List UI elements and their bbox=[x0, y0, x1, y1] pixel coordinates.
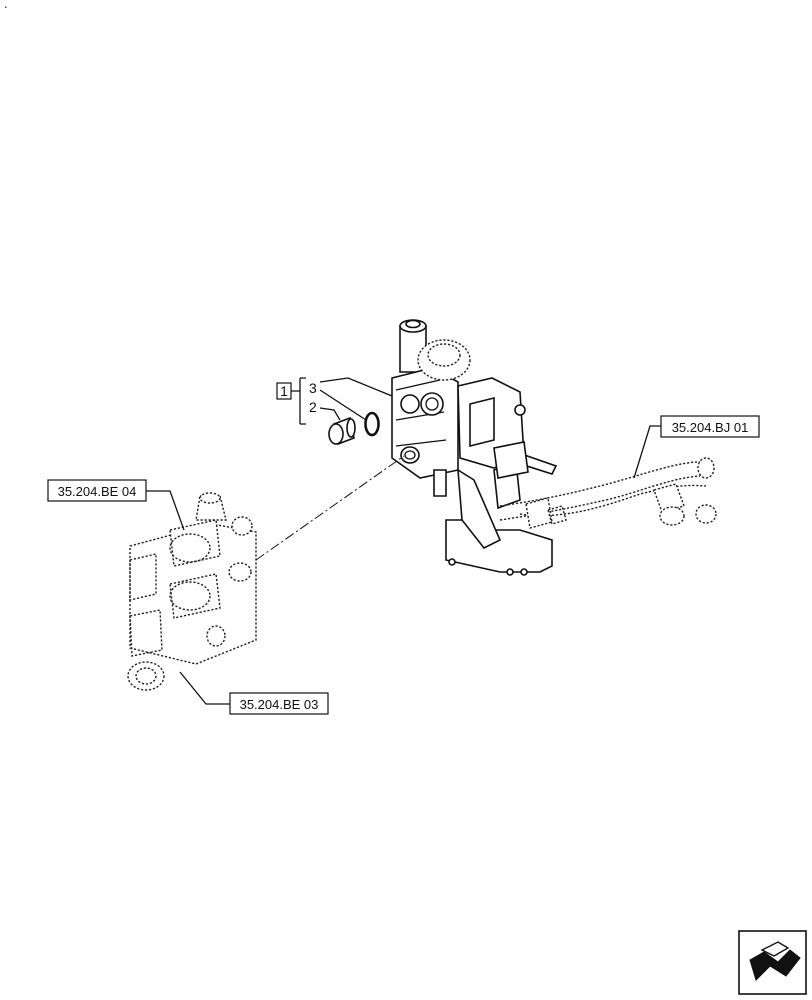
plug bbox=[328, 416, 356, 446]
reference-bj01-label: 35.204.BJ 01 bbox=[672, 420, 749, 435]
leader-item-3 bbox=[319, 377, 393, 397]
callout-number-3: 3 bbox=[309, 380, 317, 396]
leader-item-2 bbox=[319, 407, 341, 421]
next-page-arrow-icon[interactable] bbox=[738, 930, 807, 995]
reference-be04[interactable]: 35.204.BE 04 bbox=[47, 479, 147, 502]
control-valve-assembly bbox=[391, 319, 558, 576]
item-callout-group: 1 3 2 bbox=[276, 377, 393, 425]
assembly-center-line bbox=[255, 455, 405, 561]
leader-be04 bbox=[146, 490, 185, 531]
reference-bj01[interactable]: 35.204.BJ 01 bbox=[660, 415, 760, 438]
hydraulic-lines bbox=[499, 457, 717, 529]
leader-be03 bbox=[179, 671, 230, 705]
leader-item-3-seal bbox=[319, 389, 367, 421]
leader-bj01 bbox=[633, 425, 661, 479]
callout-number-2: 2 bbox=[309, 399, 317, 415]
callout-number-1: 1 bbox=[280, 383, 288, 399]
auxiliary-valve-assembly bbox=[127, 492, 257, 691]
reference-be03-label: 35.204.BE 03 bbox=[240, 697, 319, 712]
o-ring-seal bbox=[364, 411, 380, 437]
reference-be04-label: 35.204.BE 04 bbox=[58, 484, 137, 499]
corner-mark: . bbox=[4, 0, 8, 11]
reference-be03[interactable]: 35.204.BE 03 bbox=[229, 692, 329, 715]
